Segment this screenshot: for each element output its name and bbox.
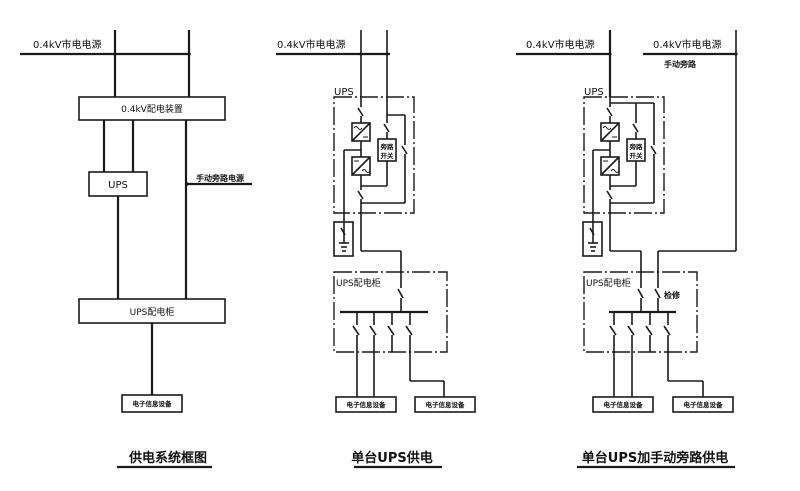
ups-panel-label: UPS配电柜 — [336, 277, 381, 289]
equipment-box-2 — [414, 396, 476, 413]
bypass-input-switch — [632, 123, 639, 133]
caption: 单台UPS加手动旁路供电 — [582, 450, 728, 466]
equipment-box — [121, 394, 183, 413]
bypass-switch-label-1: 旁路 — [380, 142, 395, 151]
input-switch — [606, 107, 613, 117]
equipment-box-1 — [335, 396, 397, 413]
output-switch — [357, 190, 364, 200]
ups-panel-box — [78, 298, 226, 324]
battery-box — [333, 221, 354, 257]
input-switch — [357, 107, 364, 117]
junction — [185, 182, 189, 186]
diagram-block-system: 0.4kV市电电源 0.4kV配电装置 UPS 手动旁路电源 UPS配电柜 电子… — [20, 30, 252, 469]
junction — [734, 52, 738, 56]
ups-box — [88, 171, 148, 197]
source-label: 0.4kV市电电源 — [277, 38, 346, 51]
caption: 供电系统框图 — [128, 450, 207, 466]
maintenance-label: 检修 — [664, 290, 681, 300]
manual-bypass-label: 手动旁路 — [664, 59, 697, 69]
bypass-switch-label-2: 开关 — [381, 151, 395, 160]
ups-label: UPS — [334, 87, 354, 98]
ups-enclosure — [583, 96, 665, 214]
main-breaker — [397, 288, 404, 299]
branch-breakers — [609, 312, 704, 397]
diagram-single-ups: 0.4kV市电电源 UPS — [276, 30, 476, 469]
ups-panel-label: UPS配电柜 — [586, 277, 631, 289]
maintenance-bypass-switch — [401, 145, 408, 155]
maintenance-breaker — [654, 288, 661, 299]
ups-label: UPS — [108, 180, 128, 191]
junction — [359, 52, 363, 56]
distribution-label: 0.4kV配电装置 — [121, 103, 183, 115]
junction — [113, 52, 117, 56]
equipment-label: 电子信息设备 — [133, 399, 173, 408]
battery-switch — [340, 227, 346, 236]
source-label: 0.4kV市电电源 — [33, 38, 102, 51]
battery-box — [582, 221, 603, 257]
junction — [385, 52, 389, 56]
main-breaker — [637, 288, 644, 299]
caption: 单台UPS供电 — [351, 450, 432, 466]
equipment-box-2 — [672, 396, 734, 413]
inverter-icon — [351, 156, 371, 176]
battery-switch — [589, 227, 595, 236]
output-switch — [606, 190, 613, 200]
ups-panel-enclosure — [333, 271, 448, 353]
maintenance-bypass-switch — [650, 145, 657, 155]
ups-label: UPS — [584, 87, 604, 98]
inverter-icon — [600, 156, 620, 176]
bypass-input-switch — [383, 123, 390, 133]
source-label: 0.4kV市电电源 — [526, 38, 595, 51]
diagram-ups-manual-bypass: 0.4kV市电电源 0.4kV市电电源 手动旁路 UPS — [516, 30, 738, 469]
bypass-source-label: 0.4kV市电电源 — [653, 38, 722, 51]
junction — [187, 52, 191, 56]
rectifier-icon — [351, 122, 371, 142]
bypass-switch-label-1: 旁路 — [629, 142, 644, 151]
equipment-label-2: 电子信息设备 — [684, 400, 724, 409]
equipment-label-1: 电子信息设备 — [604, 400, 644, 409]
bypass-source-label: 手动旁路电源 — [196, 173, 244, 183]
bypass-switch-label-2: 开关 — [630, 151, 644, 160]
distribution-device-box — [78, 96, 226, 121]
equipment-label-1: 电子信息设备 — [347, 400, 387, 409]
rectifier-icon — [600, 122, 620, 142]
equipment-box-1 — [592, 396, 654, 413]
junction — [608, 52, 612, 56]
branch-breakers — [352, 312, 445, 397]
equipment-label-2: 电子信息设备 — [426, 400, 466, 409]
ups-panel-label: UPS配电柜 — [130, 306, 175, 318]
ups-enclosure — [333, 96, 415, 214]
